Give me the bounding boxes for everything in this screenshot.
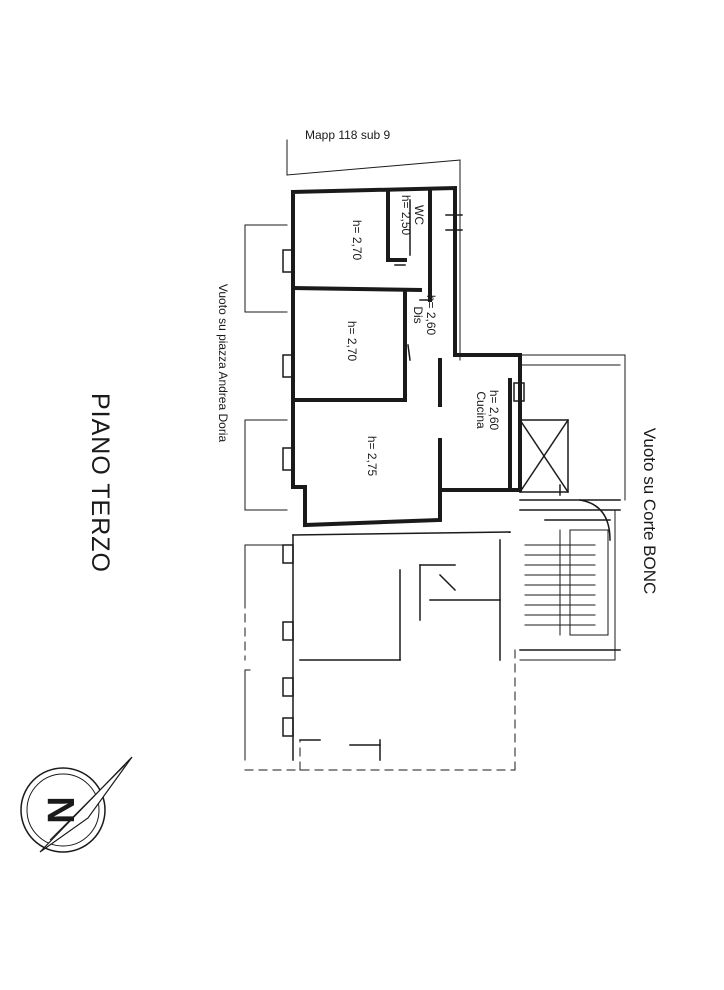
property-line-top	[286, 159, 461, 176]
stair-treads	[524, 529, 609, 636]
mapp-label: Mapp 118 sub 9	[305, 128, 391, 142]
north-label: N	[41, 796, 83, 824]
room-bedroom-1: h= 2,70	[347, 210, 364, 270]
balconies	[244, 224, 288, 761]
room-dis: h= 2,60 Dis	[407, 285, 438, 345]
room-cucina-height: h= 2,60	[487, 389, 501, 431]
room-wc-height: h= 2,50	[399, 194, 413, 236]
vuoto-corte-label: Vuoto su Corte BONC	[640, 427, 659, 595]
room-bedroom-1-height: h= 2,70	[350, 219, 364, 261]
room-wc-name: WC	[412, 205, 426, 225]
north-arrow-icon	[20, 756, 133, 853]
apartment-walls	[290, 185, 522, 528]
room-cucina-name: Cucina	[474, 391, 488, 429]
room-dis-height: h= 2,60	[424, 294, 438, 336]
adjacent-building	[292, 531, 511, 761]
room-bedroom-2: h= 2,70	[342, 311, 359, 371]
room-dis-name: Dis	[411, 306, 425, 324]
room-living: h= 2,75	[362, 426, 379, 486]
room-wc: WC h= 2,50	[395, 190, 426, 240]
room-living-height: h= 2,75	[365, 435, 379, 477]
vuoto-piazza-label: Vuoto su piazza Andrea Doria	[216, 283, 230, 443]
stairwell	[518, 418, 621, 651]
room-bedroom-2-height: h= 2,70	[345, 320, 359, 362]
drawing-title: PIANO TERZO	[86, 393, 114, 574]
courtyard-outline	[519, 354, 626, 661]
room-cucina: h= 2,60 Cucina	[470, 380, 501, 440]
